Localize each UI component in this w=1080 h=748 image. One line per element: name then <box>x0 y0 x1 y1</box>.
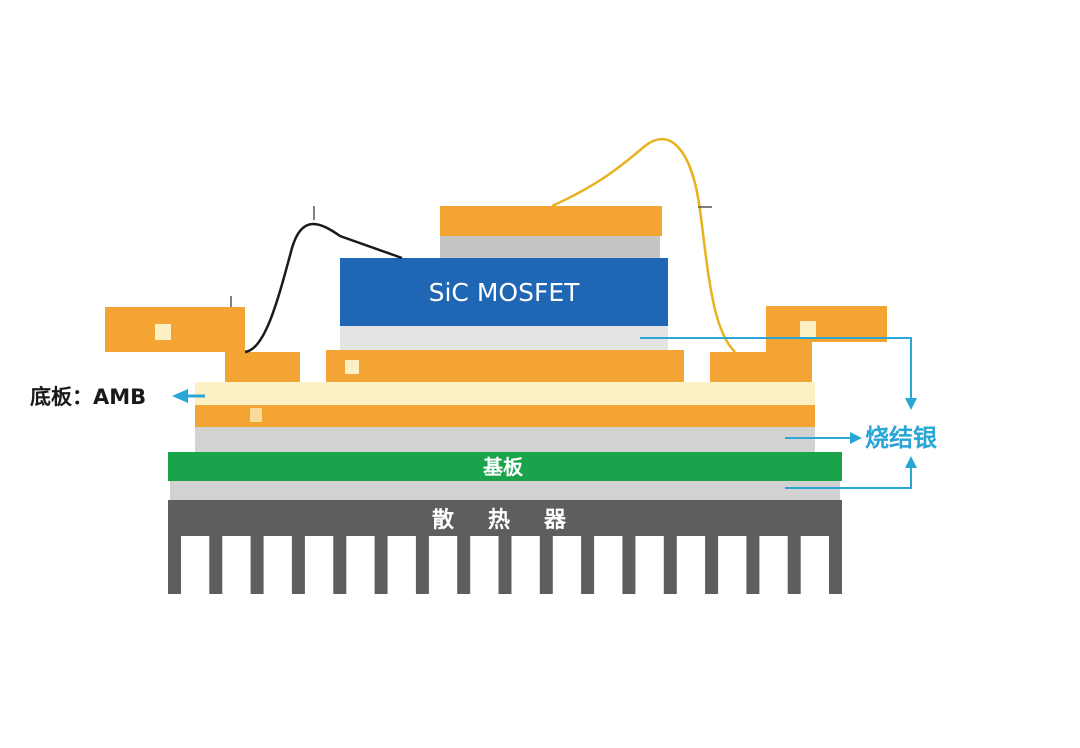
top-copper-clip <box>440 206 662 236</box>
substrate-label: 基板 <box>483 455 524 479</box>
terminal-pad-left <box>155 324 171 340</box>
heatsink-fins <box>168 536 842 594</box>
heatsink: 散热器 <box>168 500 842 594</box>
heatsink-fin <box>209 536 223 594</box>
sintered-silver-layer-middle <box>195 426 815 452</box>
sintered-silver-label: 烧结银 <box>865 424 938 452</box>
copper-pad-center <box>345 360 359 374</box>
center-copper-trace <box>326 350 684 382</box>
amb-label: 底板：AMB <box>30 385 146 409</box>
sic-mosfet-die <box>340 258 668 326</box>
heatsink-fin <box>829 536 842 594</box>
arrow-bottom-line <box>785 468 912 489</box>
heatsink-fin <box>705 536 719 594</box>
heatsink-fin <box>333 536 347 594</box>
substrate <box>168 452 842 481</box>
arrow-bottom-head <box>905 456 917 468</box>
sintered-silver-layer-lower <box>170 480 840 500</box>
heatsink-fin <box>746 536 760 594</box>
heatsink-fin <box>415 536 429 594</box>
amb-ceramic-layer <box>195 382 815 405</box>
heatsink-fin <box>250 536 264 594</box>
copper-pad-mark <box>250 408 262 422</box>
arrow-middle-head <box>850 432 862 444</box>
heatsink-fin <box>663 536 677 594</box>
heatsink-fin <box>291 536 305 594</box>
chip-label: SiC MOSFET <box>429 278 581 307</box>
heatsink-fin <box>374 536 388 594</box>
heatsink-fin <box>457 536 471 594</box>
heatsink-base <box>168 500 842 536</box>
sintered-silver-die-attach <box>340 326 668 350</box>
heatsink-fin <box>622 536 636 594</box>
terminal-pad-right <box>800 321 816 337</box>
arrow-top-line <box>640 337 912 398</box>
bond-wire-gold <box>551 137 736 353</box>
heatsink-fin <box>539 536 553 594</box>
sintered-silver-top <box>440 236 660 258</box>
heatsink-fin <box>498 536 512 594</box>
heatsink-fin <box>168 536 181 594</box>
right-copper-terminal <box>710 306 887 382</box>
arrow-top-head <box>905 398 917 410</box>
left-copper-terminal <box>105 307 300 382</box>
heatsink-label: 散热器 <box>432 507 600 533</box>
bond-wire-black <box>244 222 403 354</box>
amb-bottom-copper <box>195 404 815 427</box>
amb-arrow-head <box>172 389 188 403</box>
heatsink-fin <box>581 536 595 594</box>
heatsink-fin <box>787 536 801 594</box>
sintered-silver-arrows <box>640 337 912 489</box>
